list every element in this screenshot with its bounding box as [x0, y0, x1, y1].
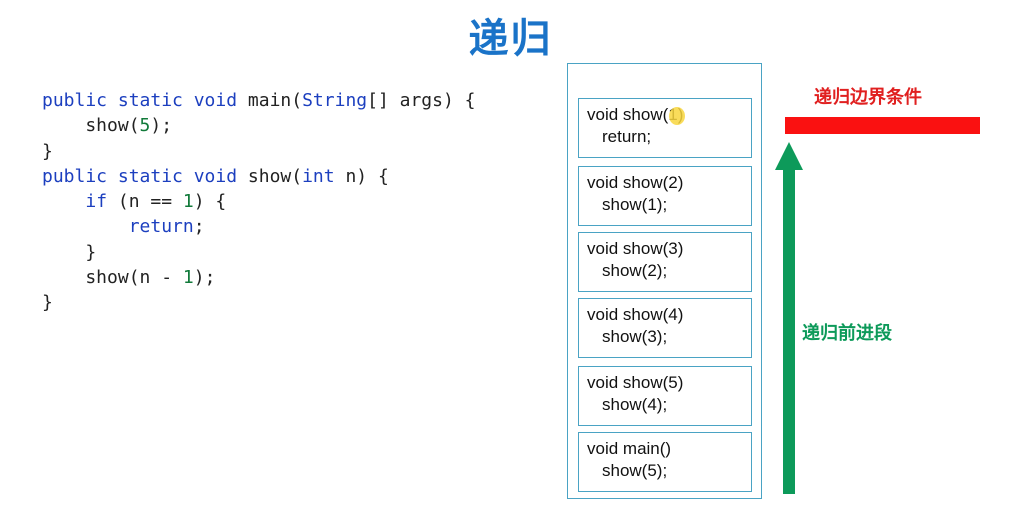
- slide-title: 递归: [468, 16, 553, 62]
- code-text: }: [42, 241, 97, 263]
- stack-frame: void show(2) show(1);: [578, 166, 752, 226]
- stack-frame-signature: void show(1): [587, 105, 684, 124]
- stack-frame-body: show(1);: [602, 195, 668, 214]
- code-keyword: if: [85, 191, 108, 213]
- code-text: }: [42, 140, 53, 162]
- stack-frame-signature: void main(): [587, 439, 672, 458]
- code-line: public static void main(String[] args) {: [42, 88, 476, 113]
- code-text: n) {: [334, 165, 389, 187]
- code-line: }: [42, 290, 476, 315]
- stack-frame-signature: void show(5): [587, 373, 684, 392]
- stack-frame: void show(5) show(4);: [578, 366, 752, 426]
- boundary-condition-label: 递归边界条件: [814, 87, 922, 108]
- stack-frame: void main() show(5);: [578, 432, 752, 492]
- stack-frame: void show(3) show(2);: [578, 232, 752, 292]
- stack-frame: void show(1) return;: [578, 98, 752, 158]
- stack-frame-body: show(4);: [602, 395, 668, 414]
- boundary-condition-bar: [785, 117, 980, 134]
- code-text: [42, 216, 129, 237]
- code-number: 5: [139, 115, 151, 137]
- code-line: show(n - 1);: [42, 265, 476, 290]
- code-text: [42, 191, 85, 212]
- code-keyword: public static void: [42, 165, 248, 187]
- code-number: 1: [182, 267, 194, 289]
- up-arrow-icon: [775, 142, 803, 494]
- code-line: }: [42, 139, 476, 164]
- code-keyword: int: [302, 165, 335, 187]
- stack-frame: void show(4) show(3);: [578, 298, 752, 358]
- code-line: return;: [42, 214, 476, 239]
- code-line: if (n == 1) {: [42, 189, 476, 214]
- code-text: ;: [193, 216, 205, 238]
- code-text: [] args) {: [367, 90, 476, 111]
- code-keyword: return: [128, 216, 194, 238]
- code-text: show(n -: [42, 267, 183, 289]
- code-line: public static void show(int n) {: [42, 164, 476, 189]
- cursor-highlight-icon: [669, 107, 685, 125]
- code-text: show(: [247, 165, 303, 187]
- code-text: ) {: [193, 191, 227, 213]
- code-text: main(: [247, 90, 303, 111]
- stack-frame-body: show(2);: [602, 261, 668, 280]
- code-keyword: String: [302, 90, 368, 111]
- stack-frame-body: show(3);: [602, 327, 668, 346]
- code-text: show(: [42, 115, 140, 137]
- code-line: }: [42, 240, 476, 265]
- advance-phase-label: 递归前进段: [802, 323, 892, 344]
- code-text: );: [193, 267, 216, 289]
- code-keyword: public static void: [42, 90, 248, 111]
- stack-frame-body: show(5);: [602, 461, 668, 480]
- code-block: public static void main(String[] args) {…: [42, 88, 476, 316]
- code-line: show(5);: [42, 113, 476, 138]
- stack-frame-signature: void show(4): [587, 305, 684, 324]
- code-number: 1: [182, 191, 194, 213]
- stack-frame-body: return;: [602, 127, 652, 146]
- code-text: (n ==: [107, 191, 183, 213]
- call-stack-diagram: void show(1)return;void show(2)show(1);v…: [567, 63, 762, 499]
- code-text: }: [42, 292, 53, 314]
- stack-frame-signature: void show(2): [587, 173, 684, 192]
- stack-frame-signature: void show(3): [587, 239, 684, 258]
- code-text: );: [150, 115, 173, 137]
